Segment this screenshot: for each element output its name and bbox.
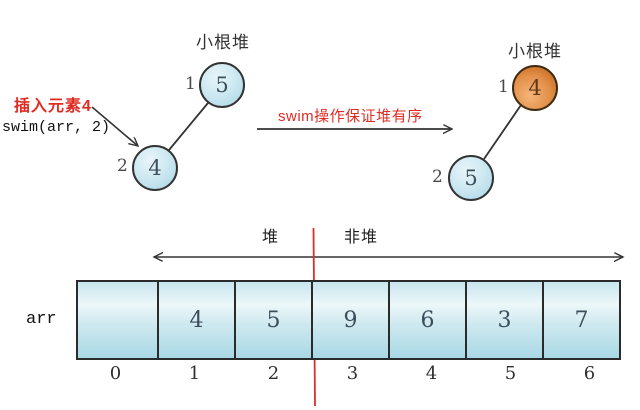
array-index-row: 0 1 2 3 4 5 6	[76, 363, 629, 384]
array-cell-2: 5	[234, 282, 311, 358]
array-index-4: 4	[425, 363, 438, 384]
array-index-3: 3	[346, 363, 359, 384]
array-index-2: 2	[267, 363, 280, 384]
heap-zone-label: 堆	[262, 229, 280, 246]
swim-transform-label: swim操作保证堆有序	[278, 108, 423, 125]
left-node-5: 5	[199, 62, 245, 108]
array-index-0: 0	[109, 363, 122, 384]
left-tree-edge	[168, 102, 209, 151]
left-tree-title: 小根堆	[196, 33, 250, 52]
array-cell-6: 7	[542, 282, 619, 358]
left-node1-index: 1	[185, 74, 196, 94]
right-node1-index: 1	[498, 77, 509, 97]
array-row: 4 5 9 6 3 7	[76, 280, 621, 360]
right-tree-title: 小根堆	[508, 42, 562, 61]
swim-call-code: swim(arr, 2)	[2, 119, 111, 136]
right-node-4-highlighted: 4	[512, 65, 558, 111]
insert-element-annotation: 插入元素4	[14, 98, 92, 115]
array-cell-4: 6	[388, 282, 465, 358]
array-name-label: arr	[26, 310, 57, 329]
array-cell-5: 3	[465, 282, 542, 358]
right-tree-edge	[483, 104, 522, 160]
array-index-1: 1	[188, 363, 201, 384]
array-cell-1: 4	[157, 282, 234, 358]
left-node-4: 4	[132, 145, 178, 191]
right-node-5: 5	[448, 155, 494, 201]
array-cell-3: 9	[311, 282, 388, 358]
array-cell-0	[78, 282, 157, 358]
array-index-6: 6	[583, 363, 596, 384]
left-node2-index: 2	[117, 156, 128, 176]
non-heap-zone-label: 非堆	[344, 229, 379, 246]
right-node2-index: 2	[432, 167, 443, 187]
array-index-5: 5	[504, 363, 517, 384]
